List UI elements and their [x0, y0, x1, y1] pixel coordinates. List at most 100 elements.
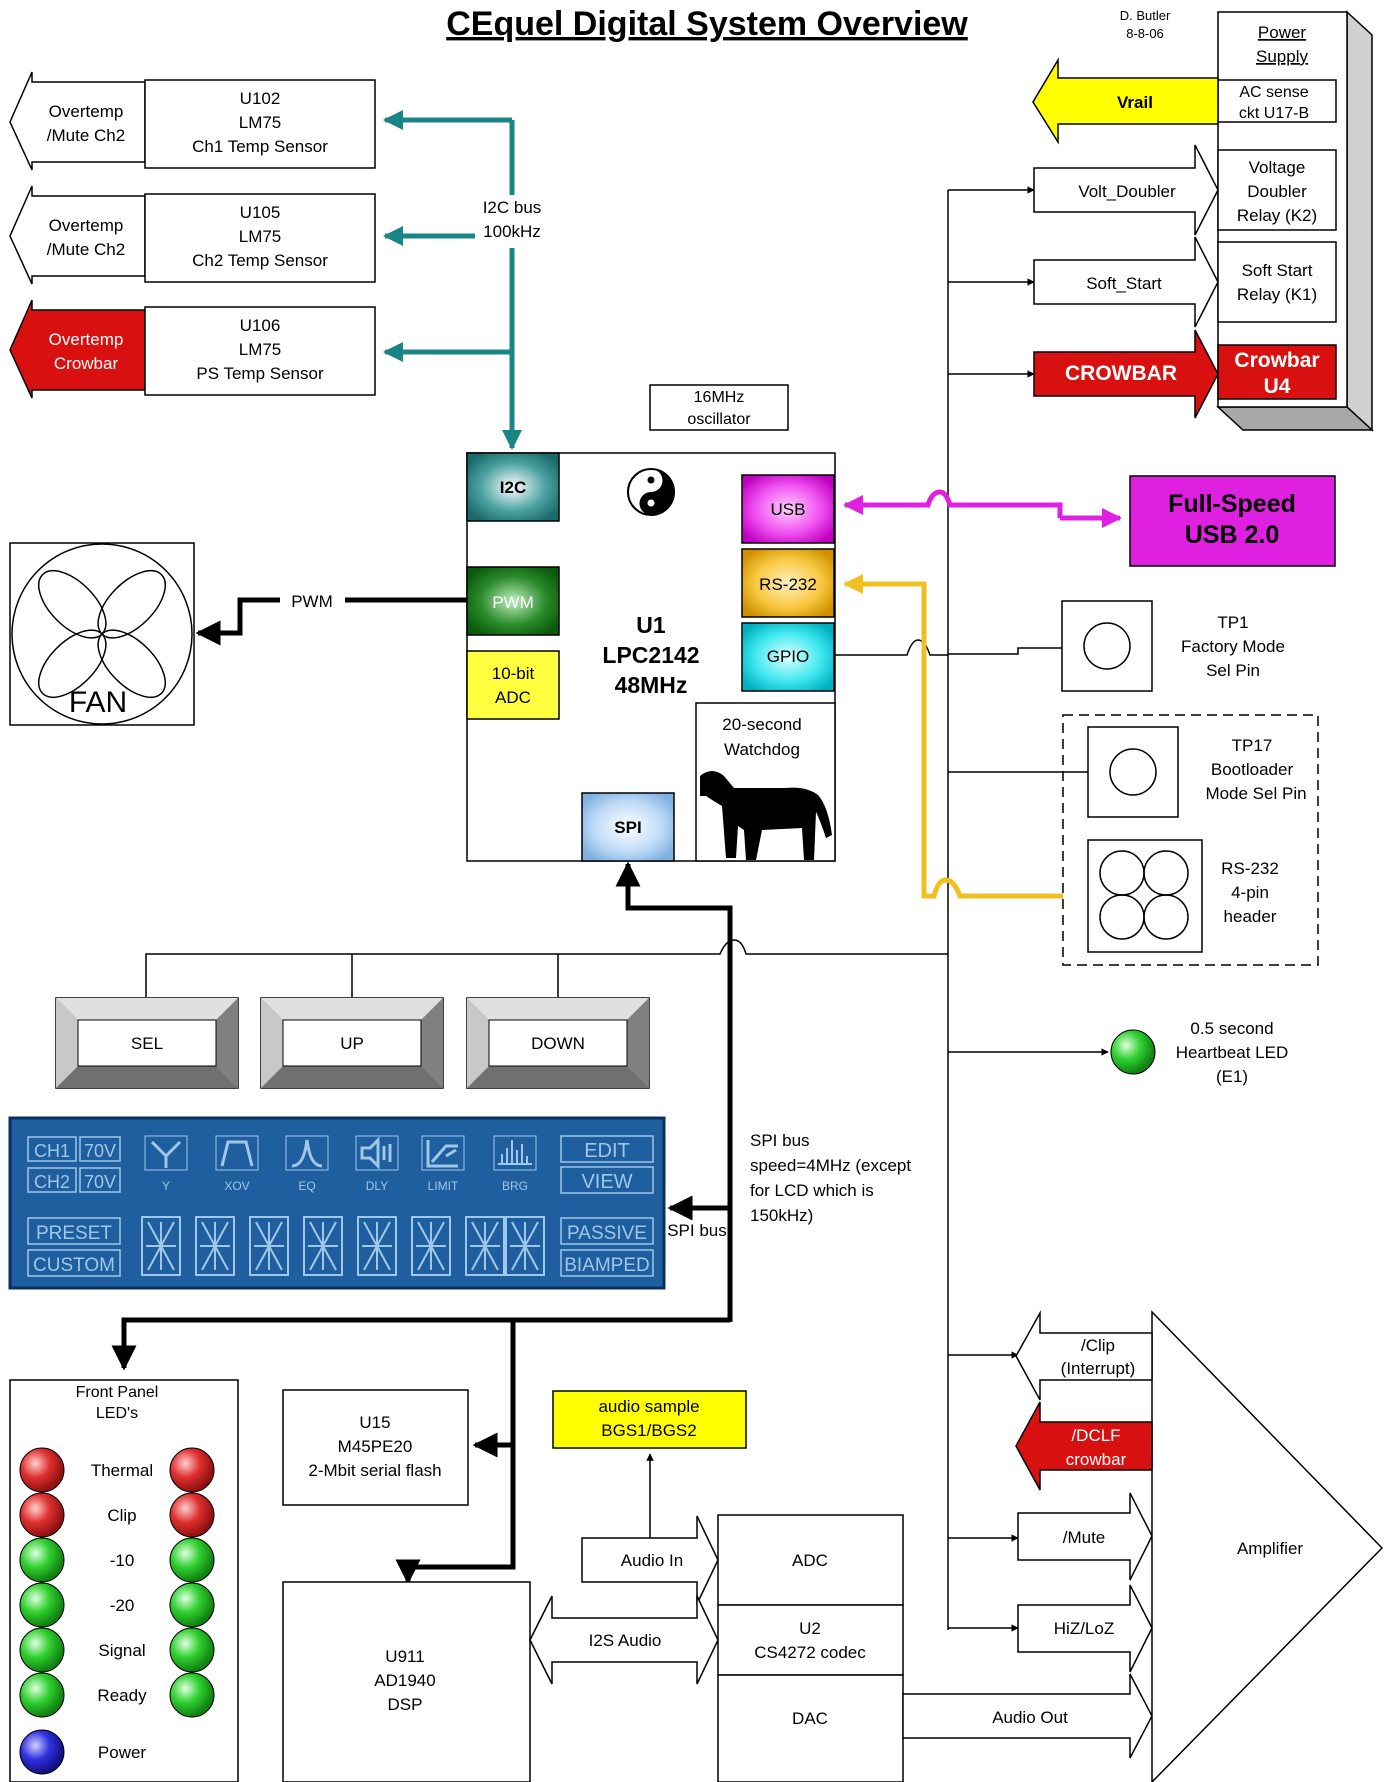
- mcu-u1: 16MHz oscillator U1 LPC2142 48MHz I2C PW…: [466, 384, 836, 862]
- led-minus20-left: [19, 1582, 65, 1628]
- power-supply-3d-bottom: [1216, 406, 1374, 431]
- hiz-loz-label: HiZ/LoZ: [1054, 1619, 1114, 1638]
- codec-line1: U2: [799, 1619, 821, 1638]
- hiz-loz-arrow: [1017, 1584, 1153, 1673]
- heartbeat-line3: (E1): [1216, 1067, 1248, 1086]
- lcd-edit: EDIT: [584, 1140, 630, 1162]
- sensor-u102: Overtemp /Mute Ch2 U102 LM75 Ch1 Temp Se…: [9, 71, 376, 171]
- soft-start-line1: Soft Start: [1242, 261, 1313, 280]
- lcd-digit-8: [505, 1216, 545, 1276]
- sensor-u105-output-arrow: [9, 185, 146, 285]
- led-ready-left: [19, 1672, 65, 1718]
- flash-line2: M45PE20: [338, 1437, 413, 1456]
- rs232-header-line2: 4-pin: [1231, 883, 1269, 902]
- lcd-brg-icon: [493, 1135, 537, 1171]
- sensor-u105-box: [144, 193, 376, 283]
- lcd-eq-icon: [285, 1135, 329, 1171]
- ac-sense-box: [1217, 79, 1337, 123]
- crowbar-u4-line2: U4: [1264, 375, 1291, 398]
- soft-start-relay-box: [1217, 241, 1337, 323]
- lcd-digit-6: [411, 1216, 451, 1276]
- led-minus10-left: [19, 1537, 65, 1583]
- control-bus-lines: [834, 186, 1109, 1632]
- led-signal-right: [169, 1627, 215, 1673]
- i2c-bus-label-line1: I2C bus: [483, 198, 542, 217]
- crowbar-label: CROWBAR: [1065, 362, 1177, 385]
- led-label-power: Power: [98, 1743, 147, 1762]
- mcu-name-line2: LPC2142: [602, 642, 699, 668]
- lcd-ch2: CH2: [34, 1172, 70, 1192]
- dsp-line2: AD1940: [374, 1671, 435, 1690]
- mute-arrow: [1017, 1492, 1153, 1581]
- vrail-label: Vrail: [1117, 93, 1153, 112]
- sensor-u105-line3: Ch2 Temp Sensor: [192, 251, 328, 270]
- sensor-u106-box: [144, 306, 376, 396]
- lcd-view: VIEW: [581, 1171, 632, 1193]
- full-speed-usb-line2: USB 2.0: [1185, 521, 1279, 549]
- led-label-minus20: -20: [110, 1596, 135, 1615]
- up-button[interactable]: UP: [260, 997, 444, 1089]
- audio-sample-box: [552, 1390, 747, 1449]
- flash-line3: 2-Mbit serial flash: [308, 1461, 441, 1480]
- heartbeat-line2: Heartbeat LED: [1176, 1043, 1288, 1062]
- heartbeat-led: [1110, 1029, 1156, 1075]
- tp1-pin-icon: [1083, 622, 1131, 670]
- lcd-custom: CUSTOM: [33, 1255, 115, 1276]
- audio-sample-line2: BGS1/BGS2: [601, 1421, 696, 1440]
- vrail-arrow: [1032, 57, 1219, 145]
- mcu-i2c-block: [466, 452, 560, 522]
- dsp-line3: DSP: [388, 1695, 423, 1714]
- codec-adc-box: [717, 1514, 904, 1606]
- led-label-thermal: Thermal: [91, 1461, 153, 1480]
- mcu-rs232-label: RS-232: [759, 575, 817, 594]
- tp17-line3: Mode Sel Pin: [1205, 784, 1306, 803]
- clip-line1: /Clip: [1081, 1336, 1115, 1355]
- down-button-label: DOWN: [531, 1034, 585, 1053]
- led-signal-left: [19, 1627, 65, 1673]
- dclf-crowbar-arrow: [1015, 1401, 1153, 1491]
- mcu-adc-line2: ADC: [495, 688, 531, 707]
- lcd-delay-icon: [355, 1135, 399, 1171]
- lcd-biamped: BIAMPED: [564, 1255, 650, 1276]
- led-clip-left: [19, 1492, 65, 1538]
- tp1-line2: Factory Mode: [1181, 637, 1285, 656]
- ac-sense-line2: ckt U17-B: [1239, 105, 1309, 122]
- usb-line: [843, 489, 1122, 528]
- volt-doubler-label: Volt_Doubler: [1078, 182, 1176, 201]
- codec-dac-label: DAC: [792, 1709, 828, 1728]
- down-button[interactable]: DOWN: [466, 997, 650, 1089]
- mcu-name-line1: U1: [636, 612, 666, 638]
- watchdog-line1: 20-second: [722, 715, 801, 734]
- led-minus10-right: [169, 1537, 215, 1583]
- sensor-u102-box: [144, 79, 376, 169]
- dsp-box: [282, 1581, 531, 1782]
- mcu-rs232-block: [741, 548, 835, 618]
- front-panel-row: Signal: [19, 1627, 215, 1673]
- voltage-doubler-line2: Doubler: [1247, 182, 1307, 201]
- audio-out-arrow: [902, 1673, 1153, 1759]
- sensor-u102-line1: U102: [240, 89, 281, 108]
- mcu-usb-block: [741, 474, 835, 544]
- page-title: CEquel Digital System Overview: [446, 5, 968, 43]
- sensor-u106-output-line1: Overtemp: [49, 330, 124, 349]
- crowbar-u4-line1: Crowbar: [1234, 349, 1319, 372]
- spi-note-line3: for LCD which is: [750, 1181, 874, 1200]
- sensor-u105-line1: U105: [240, 203, 281, 222]
- lcd-icon-label-y: Y: [162, 1179, 170, 1193]
- tp17-line1: TP17: [1232, 736, 1273, 755]
- clip-interrupt-arrow: [1015, 1310, 1153, 1401]
- front-panel-led-rows: Thermal Clip -10 -20 Signal Ready: [19, 1447, 215, 1775]
- lcd-icon-label-xov: XOV: [224, 1179, 249, 1193]
- mcu-usb-label: USB: [771, 500, 806, 519]
- up-button-label: UP: [340, 1034, 364, 1053]
- lcd-digit-5: [357, 1216, 397, 1276]
- yin-yang-icon: [627, 468, 675, 516]
- rs232-header-pins-icon: [1099, 850, 1189, 940]
- led-thermal-left: [19, 1447, 65, 1493]
- button-bus-lines: [145, 939, 948, 997]
- spi-note-line4: 150kHz): [750, 1206, 813, 1225]
- front-panel-row: Ready: [19, 1672, 215, 1718]
- dclf-line1: /DCLF: [1071, 1426, 1120, 1445]
- led-minus20-right: [169, 1582, 215, 1628]
- sel-button[interactable]: SEL: [55, 997, 239, 1089]
